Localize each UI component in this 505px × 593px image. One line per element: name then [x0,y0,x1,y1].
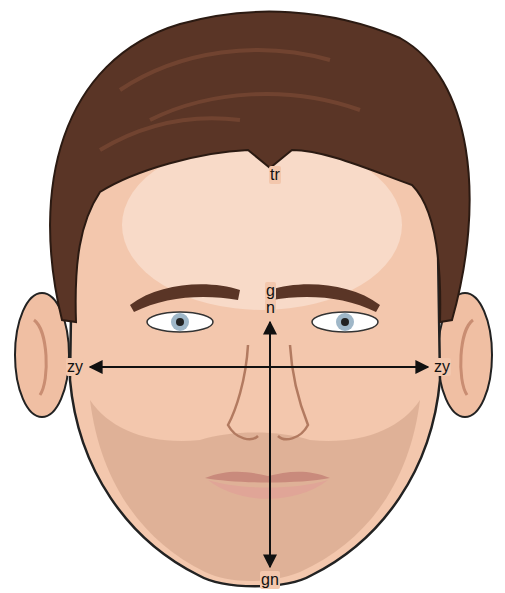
landmark-label: zy [66,358,84,376]
face-part [208,480,328,499]
face-part [176,318,184,326]
face-part [228,345,308,439]
face-part [50,12,470,322]
face-part [270,284,380,312]
face-part [100,50,360,150]
face-part [130,284,240,312]
face-part [312,312,378,332]
width-arrow [90,366,428,368]
height-arrow [269,322,271,567]
landmark-label: zy [433,358,451,376]
face-part [90,400,420,581]
face-part [336,313,354,331]
face-part [147,312,213,332]
face-part [205,472,330,483]
face-part [34,320,46,395]
landmark-label: tr [269,166,281,184]
face-part [461,320,473,395]
face-part [171,313,189,331]
face-part [341,318,349,326]
landmark-label: g [265,282,276,300]
landmark-label: n [265,299,276,317]
landmark-label: gn [260,571,280,589]
